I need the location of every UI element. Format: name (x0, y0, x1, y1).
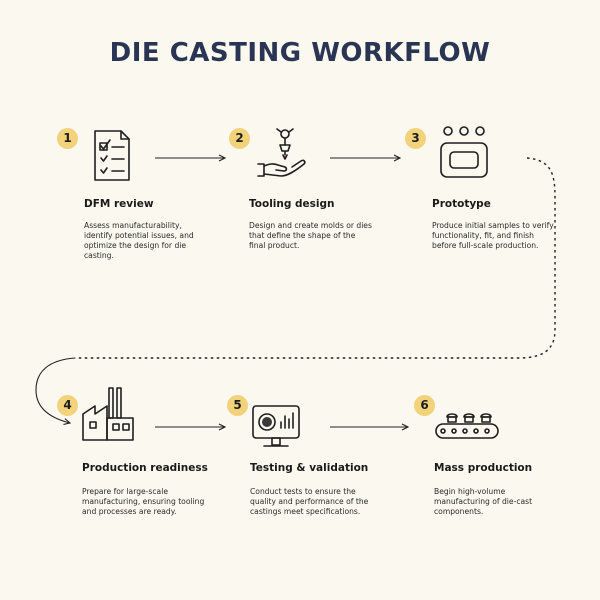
step-4-description: Prepare for large-scale manufacturing, e… (82, 487, 205, 516)
monitor-gauge-icon (248, 398, 304, 454)
step-2-badge: 2 (229, 128, 250, 149)
step-3-description: Produce initial samples to verify functi… (432, 221, 554, 250)
step-1-description: Assess manufacturability, identify poten… (84, 221, 194, 260)
robotic-hand-icon (254, 124, 310, 180)
step-4-title: Production readiness (82, 462, 208, 474)
step-2-description: Design and create molds or dies that def… (249, 221, 372, 250)
step-1-badge: 1 (57, 128, 78, 149)
checklist-icon (85, 128, 141, 184)
step-3-badge: 3 (405, 128, 426, 149)
step-5-title: Testing & validation (250, 462, 369, 474)
conveyor-belt-icon (432, 405, 499, 461)
step-5-badge: 5 (227, 395, 248, 416)
prototype-panel-icon (436, 124, 492, 180)
factory-icon (80, 385, 136, 441)
step-2-title: Tooling design (249, 198, 335, 210)
step-6-badge: 6 (414, 395, 435, 416)
step-6-description: Begin high-volume manufacturing of die-c… (434, 487, 533, 516)
step-4-badge: 4 (57, 395, 78, 416)
return-path-3-to-4 (75, 157, 556, 359)
step-3-title: Prototype (432, 198, 491, 210)
step-1-title: DFM review (84, 198, 154, 210)
return-curve-to-4 (35, 357, 76, 423)
page-title: DIE CASTING WORKFLOW (109, 38, 491, 68)
step-6-title: Mass production (434, 462, 533, 474)
step-5-description: Conduct tests to ensure the quality and … (250, 487, 369, 516)
